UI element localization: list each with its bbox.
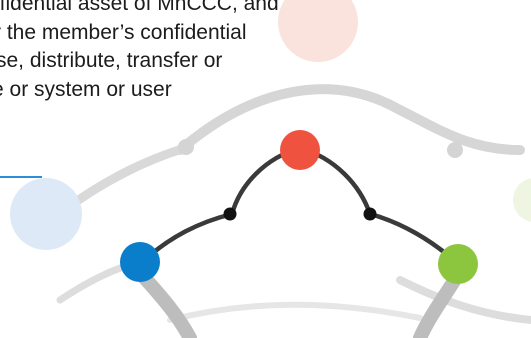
- pale-green-node: [513, 178, 531, 222]
- confidentiality-notice: nfidential asset of MnCCC, and r the mem…: [0, 0, 380, 104]
- notice-line-3: se, distribute, transfer or: [0, 49, 223, 72]
- joint-dot-left: [223, 207, 237, 221]
- notice-line-1: nfidential asset of MnCCC, and: [0, 0, 279, 15]
- swoosh-bottom-center: [167, 301, 423, 323]
- notice-line-2: r the member’s confidential: [0, 20, 247, 44]
- small-grey-node-left: [178, 139, 194, 155]
- swoosh-top-arc: [175, 84, 525, 155]
- red-node: [280, 130, 320, 170]
- green-node: [438, 244, 478, 284]
- swoosh-bottom-right: [396, 276, 531, 324]
- pale-blue-node: [10, 178, 82, 250]
- accent-rule: [0, 176, 42, 178]
- blue-node: [120, 242, 160, 282]
- small-grey-node-right: [447, 142, 463, 158]
- notice-line-4: e or system or user: [0, 77, 172, 101]
- pale-red-node: [278, 0, 358, 62]
- joint-dot-right: [363, 207, 377, 221]
